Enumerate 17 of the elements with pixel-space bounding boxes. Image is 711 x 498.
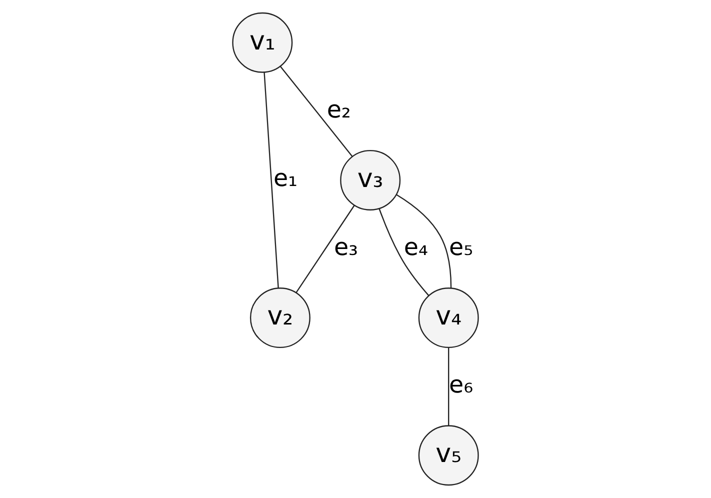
edge-label: e₃ xyxy=(334,232,358,261)
node-circle: v₅ xyxy=(418,425,479,486)
connector xyxy=(280,66,353,157)
edge-label: e₂ xyxy=(326,95,351,124)
node-circle: v₄ xyxy=(418,288,479,348)
connector xyxy=(296,204,355,293)
edge-label: e₆ xyxy=(449,370,474,399)
node-circle: v₂ xyxy=(250,288,310,348)
connector xyxy=(396,194,452,288)
connector xyxy=(448,348,450,426)
connector xyxy=(264,72,279,288)
edge-label: e₁ xyxy=(273,164,298,192)
edge-label: e₄ xyxy=(404,232,428,261)
node-circle: v₁ xyxy=(232,12,293,73)
connector xyxy=(378,208,430,296)
node-circle: v₃ xyxy=(340,150,401,210)
edge-label: e₅ xyxy=(449,232,474,261)
